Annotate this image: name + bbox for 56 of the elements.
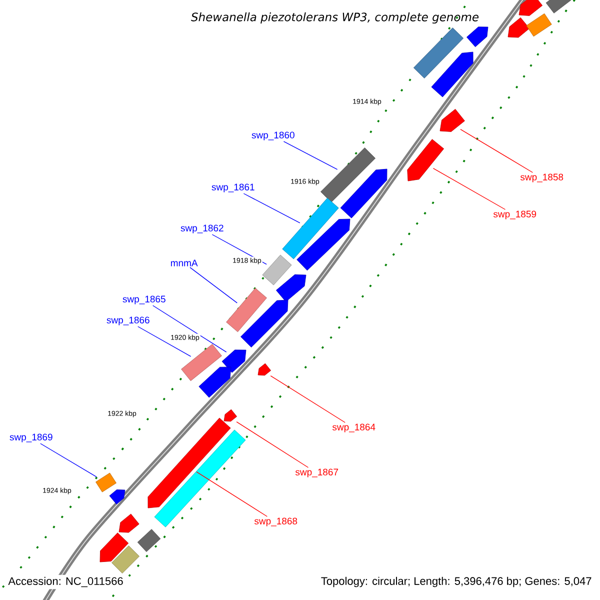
- gene-label: swp_1865: [122, 296, 166, 304]
- gene-block: [413, 28, 464, 78]
- gene-label: swp_1864: [332, 424, 376, 432]
- gene-label: swp_1869: [10, 434, 52, 442]
- gene-label: swp_1860: [252, 132, 294, 140]
- leader-line: [190, 267, 238, 304]
- gene-block: [440, 108, 465, 132]
- gene-block: [546, 0, 572, 14]
- gene-block: [508, 17, 530, 38]
- accession-label: Accession: NC_011566: [6, 574, 126, 590]
- gene-block: [262, 254, 292, 286]
- gene-block: [518, 0, 543, 16]
- gene-block: [276, 274, 306, 302]
- leader-line: [236, 421, 309, 468]
- gene-label: swp_1867: [295, 468, 338, 478]
- gene-label: swp_1858: [520, 174, 564, 182]
- gene-block: [137, 529, 161, 552]
- gene-label: swp_1868: [254, 518, 298, 526]
- gene-block: [112, 546, 140, 574]
- leader-line: [460, 128, 534, 173]
- gene-block: [340, 168, 388, 218]
- gene-block: [282, 198, 339, 260]
- gene-block: [118, 514, 140, 533]
- genome-info-label: Topology: circular; Length: 5,396,476 bp; Genes: 5,047: [318, 574, 594, 590]
- leader-line: [283, 141, 338, 170]
- gene-block: [258, 363, 271, 376]
- gene-block: [154, 430, 246, 528]
- leader-line: [243, 193, 300, 224]
- title: Shewanella piezotolerans WP3, complete genome: [191, 12, 479, 24]
- gene-label: swp_1862: [180, 224, 224, 234]
- gene-block: [431, 52, 474, 98]
- gene-label: swp_1866: [106, 316, 150, 326]
- gene-block: [224, 409, 238, 422]
- gene-block: [109, 489, 126, 504]
- gene-block: [96, 472, 116, 492]
- gene-block: [320, 148, 376, 202]
- gene-block: [222, 350, 246, 373]
- leader-line: [270, 375, 346, 423]
- leader-line: [138, 326, 192, 357]
- gene-block: [226, 288, 267, 332]
- gene-block: [240, 300, 288, 348]
- gene-block: [526, 13, 552, 37]
- gene-block: [148, 418, 231, 508]
- leader-line: [40, 443, 97, 478]
- gene-block: [407, 139, 444, 182]
- gene-label: swp_1859: [493, 210, 536, 220]
- gene-block: [466, 26, 488, 48]
- leader-line: [196, 471, 268, 517]
- gene-label: mnmA: [170, 260, 198, 266]
- gene-block: [100, 532, 129, 562]
- gene-block: [296, 218, 350, 271]
- leader-line: [152, 305, 227, 352]
- gene-block: [198, 366, 232, 398]
- gene-block: [181, 344, 222, 382]
- gene-label: swp_1861: [212, 184, 254, 192]
- leader-line: [432, 168, 506, 210]
